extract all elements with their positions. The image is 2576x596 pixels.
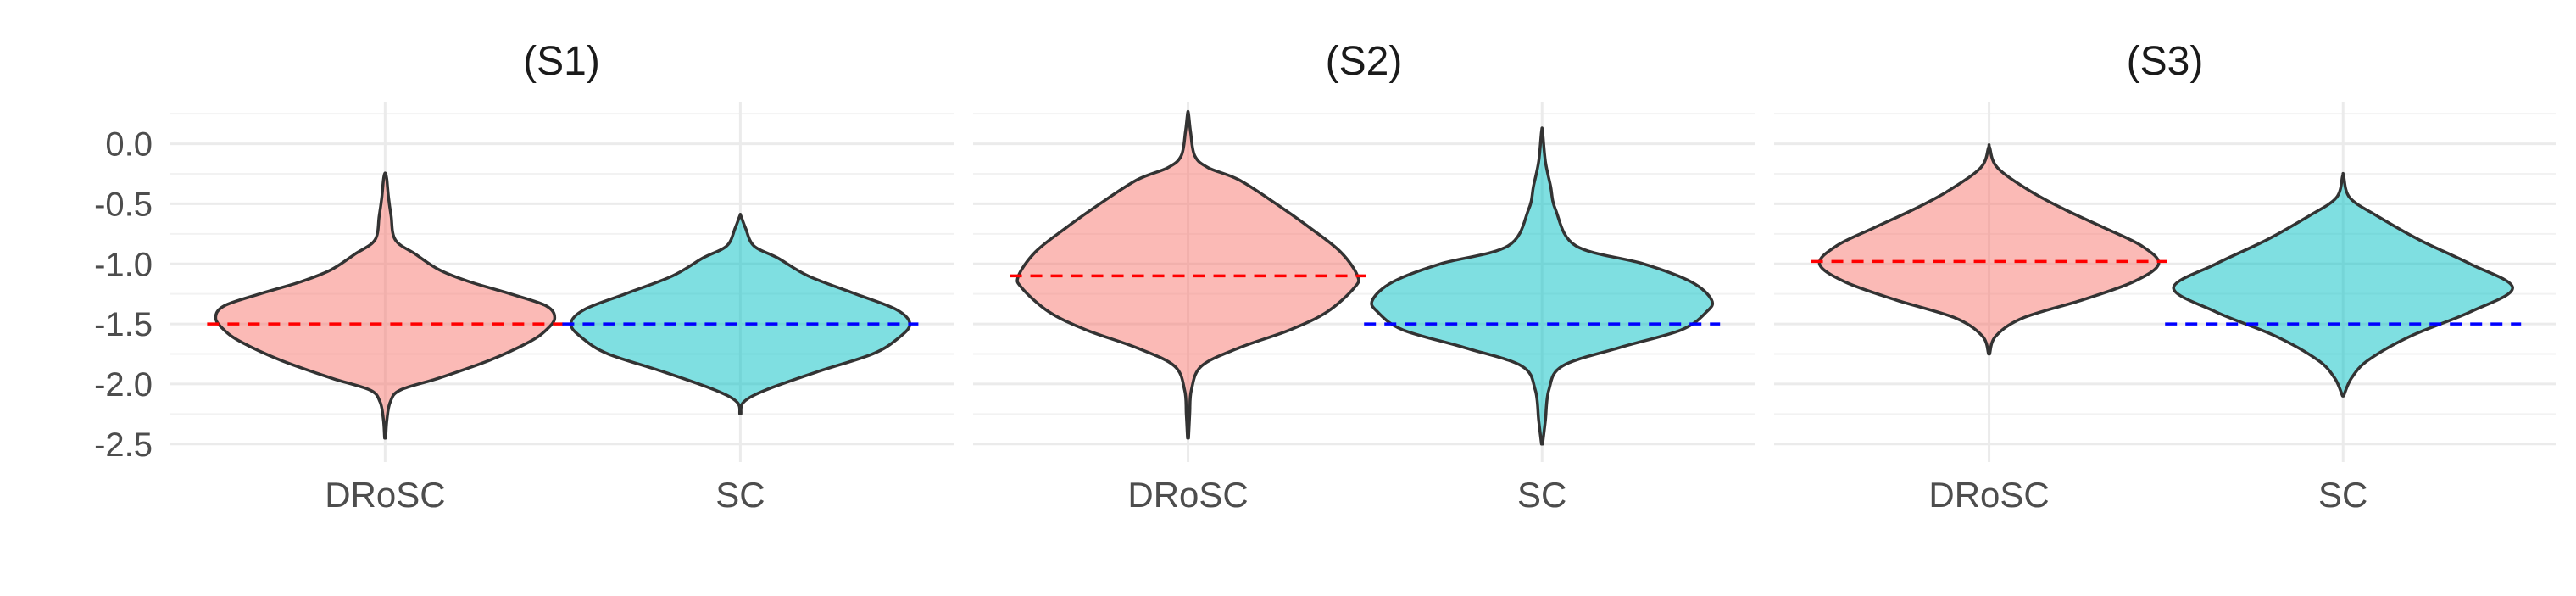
violin-drosc [1015, 109, 1360, 440]
y-tick-label: -2.5 [94, 426, 153, 464]
violin-sc [2172, 171, 2514, 398]
x-tick-label: SC [1517, 475, 1566, 515]
panel-3: (S3) DRoSC SC [1774, 39, 2556, 515]
panel-1: (S1) DRoSC SC [170, 39, 954, 515]
y-axis: 0.0 -0.5 -1.0 -1.5 -2.0 -2.5 [94, 126, 153, 464]
x-tick-label: DRoSC [1928, 475, 2049, 515]
violin-sc [569, 213, 912, 416]
panels: (S1) DRoSC SC (S2) DRoSC SC (S3) DRoSC SC [170, 39, 2556, 515]
y-tick-label: -0.5 [94, 186, 153, 223]
violin-drosc [214, 171, 557, 440]
panel-title: (S1) [523, 39, 600, 84]
y-tick-label: -1.0 [94, 246, 153, 283]
violin-drosc [1817, 143, 2161, 356]
x-tick-label: DRoSC [1127, 475, 1248, 515]
x-tick-label: DRoSC [325, 475, 445, 515]
panel-2: (S2) DRoSC SC [973, 39, 1755, 515]
y-tick-label: -1.5 [94, 306, 153, 343]
panel-title: (S3) [2127, 39, 2204, 84]
x-tick-label: SC [715, 475, 765, 515]
panel-title: (S2) [1326, 39, 1403, 84]
y-tick-label: -2.0 [94, 366, 153, 404]
x-tick-label: SC [2318, 475, 2367, 515]
violin-sc [1370, 126, 1715, 446]
y-tick-label: 0.0 [105, 126, 153, 164]
